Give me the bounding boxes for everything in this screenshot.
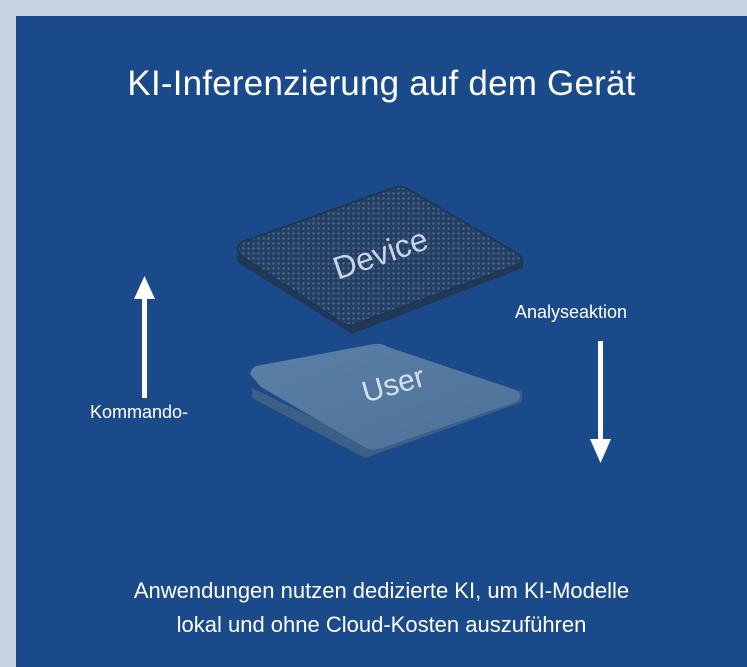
device-chip: Device xyxy=(236,185,523,334)
slide-panel: KI-Inferenzierung auf dem Gerät User Dev… xyxy=(16,16,747,667)
slide-title: KI-Inferenzierung auf dem Gerät xyxy=(127,64,636,103)
chip-stack-diagram: User Device xyxy=(134,185,611,463)
caption-line-1: Anwendungen nutzen dedizierte KI, um KI-… xyxy=(133,578,630,603)
caption-line-2: lokal und ohne Cloud-Kosten auszuführen xyxy=(176,612,587,637)
caption: Anwendungen nutzen dedizierte KI, um KI-… xyxy=(16,574,747,642)
analysis-label: Analyseaktion xyxy=(515,302,628,322)
down-arrow-icon xyxy=(590,341,611,463)
user-chip: User xyxy=(250,343,522,458)
up-arrow-icon xyxy=(134,276,155,398)
command-label: Kommando- xyxy=(90,402,189,422)
